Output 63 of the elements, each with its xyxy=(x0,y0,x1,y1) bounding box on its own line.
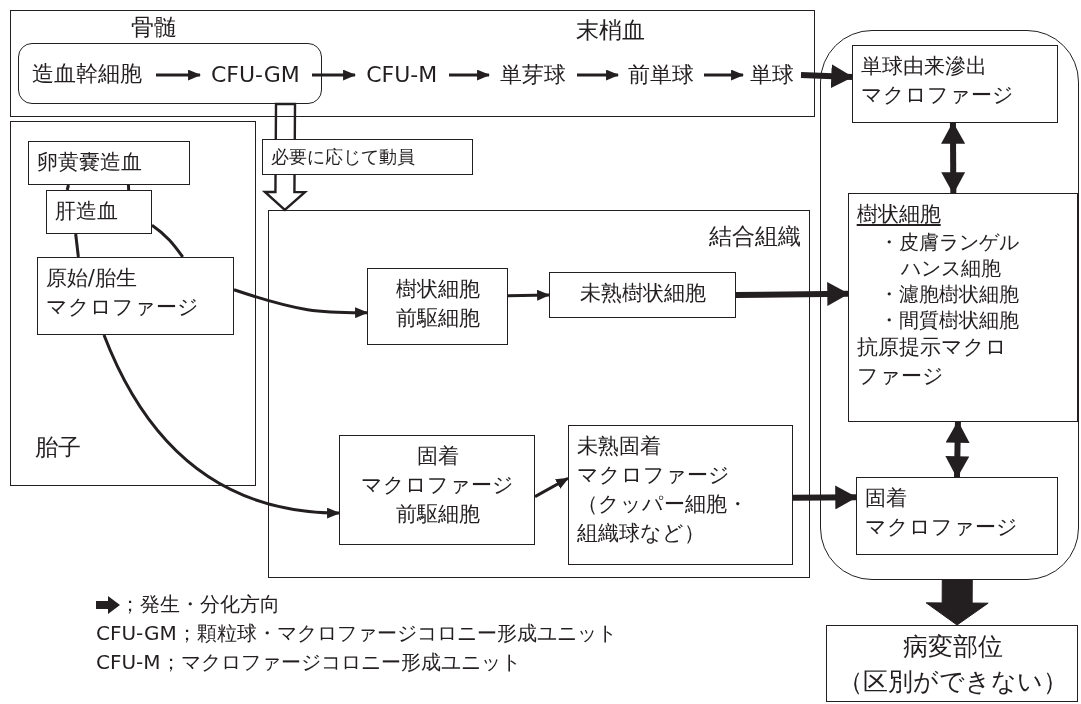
process-box xyxy=(826,625,1078,702)
arrow xyxy=(577,69,620,81)
arrow xyxy=(102,334,341,518)
note-text: CFU-GM；顆粒球・マクロファージコロニー形成ユニット xyxy=(96,620,617,647)
legend-label: ；発生・分化方向 xyxy=(120,591,280,618)
cell-name: 造血幹細胞 xyxy=(32,59,143,90)
arrow xyxy=(945,420,970,479)
region-title: 末梢血 xyxy=(576,16,645,45)
process-box xyxy=(567,424,793,565)
box-label: 未熟固着マクロファージ（クッパー細胞・組織球など） xyxy=(576,432,749,547)
arrow xyxy=(507,289,551,301)
arrow xyxy=(792,485,858,510)
region-title: 骨髄 xyxy=(130,12,177,42)
box-label: 固着マクロファージ xyxy=(864,484,1019,541)
cell-name: 単芽球 xyxy=(499,59,566,90)
process-box xyxy=(851,44,1058,123)
box-label: 未熟樹状細胞 xyxy=(579,279,708,307)
note-text: CFU-M；マクロファージコロニー形成ユニット xyxy=(96,649,521,676)
cell-name: 単球 xyxy=(749,59,794,90)
cell-name: CFU-M xyxy=(366,62,438,88)
region-box xyxy=(268,210,810,578)
process-box xyxy=(45,189,152,234)
process-box xyxy=(855,476,1058,555)
cell-name: CFU-GM xyxy=(210,61,300,87)
region-title: 結合組織 xyxy=(709,222,801,251)
box-label: 抗原提示マクロファージ xyxy=(856,333,1008,390)
box-label: 原始/胎生マクロファージ xyxy=(45,264,200,321)
arrow xyxy=(156,69,202,81)
connector-line xyxy=(151,223,184,258)
box-label: ・間質樹状細胞 xyxy=(877,306,1020,333)
process-box xyxy=(548,271,736,318)
box-label: 卵黄嚢造血 xyxy=(36,148,143,176)
process-box xyxy=(36,256,234,335)
box-label: 固着マクロファージ前駆細胞 xyxy=(360,442,516,528)
process-box xyxy=(338,434,535,545)
cell-name: 前単球 xyxy=(627,59,694,90)
connector-line xyxy=(126,184,131,191)
arrow xyxy=(534,476,569,498)
box-label: 肝造血 xyxy=(54,197,119,225)
arrow xyxy=(704,69,745,81)
process-box xyxy=(27,140,190,185)
process-box xyxy=(366,267,508,345)
connector-line xyxy=(65,184,70,191)
box-label: ・皮膚ランゲルハンス細胞 xyxy=(877,228,1020,281)
rounded-region-box xyxy=(820,30,1079,580)
box-label: ・濾胞樹状細胞 xyxy=(877,280,1020,307)
box-label: 樹状細胞前駆細胞 xyxy=(395,275,482,332)
region-box xyxy=(10,10,815,117)
process-box xyxy=(847,192,1078,422)
arrow xyxy=(233,288,369,319)
connector-line xyxy=(74,233,80,258)
arrow xyxy=(735,282,850,306)
region-title: 胎子 xyxy=(35,433,81,462)
box-label: 病変部位（区別ができない） xyxy=(837,631,1069,698)
region-box xyxy=(10,121,256,486)
arrow xyxy=(449,69,491,81)
box-label: 単球由来滲出マクロファージ xyxy=(860,52,1015,109)
arrow xyxy=(941,121,966,195)
edge-label: 必要に応じて動員 xyxy=(262,139,473,175)
box-label: 樹状細胞 xyxy=(856,200,942,228)
arrow xyxy=(800,64,854,89)
arrow xyxy=(312,69,357,81)
block-arrow xyxy=(925,579,989,626)
